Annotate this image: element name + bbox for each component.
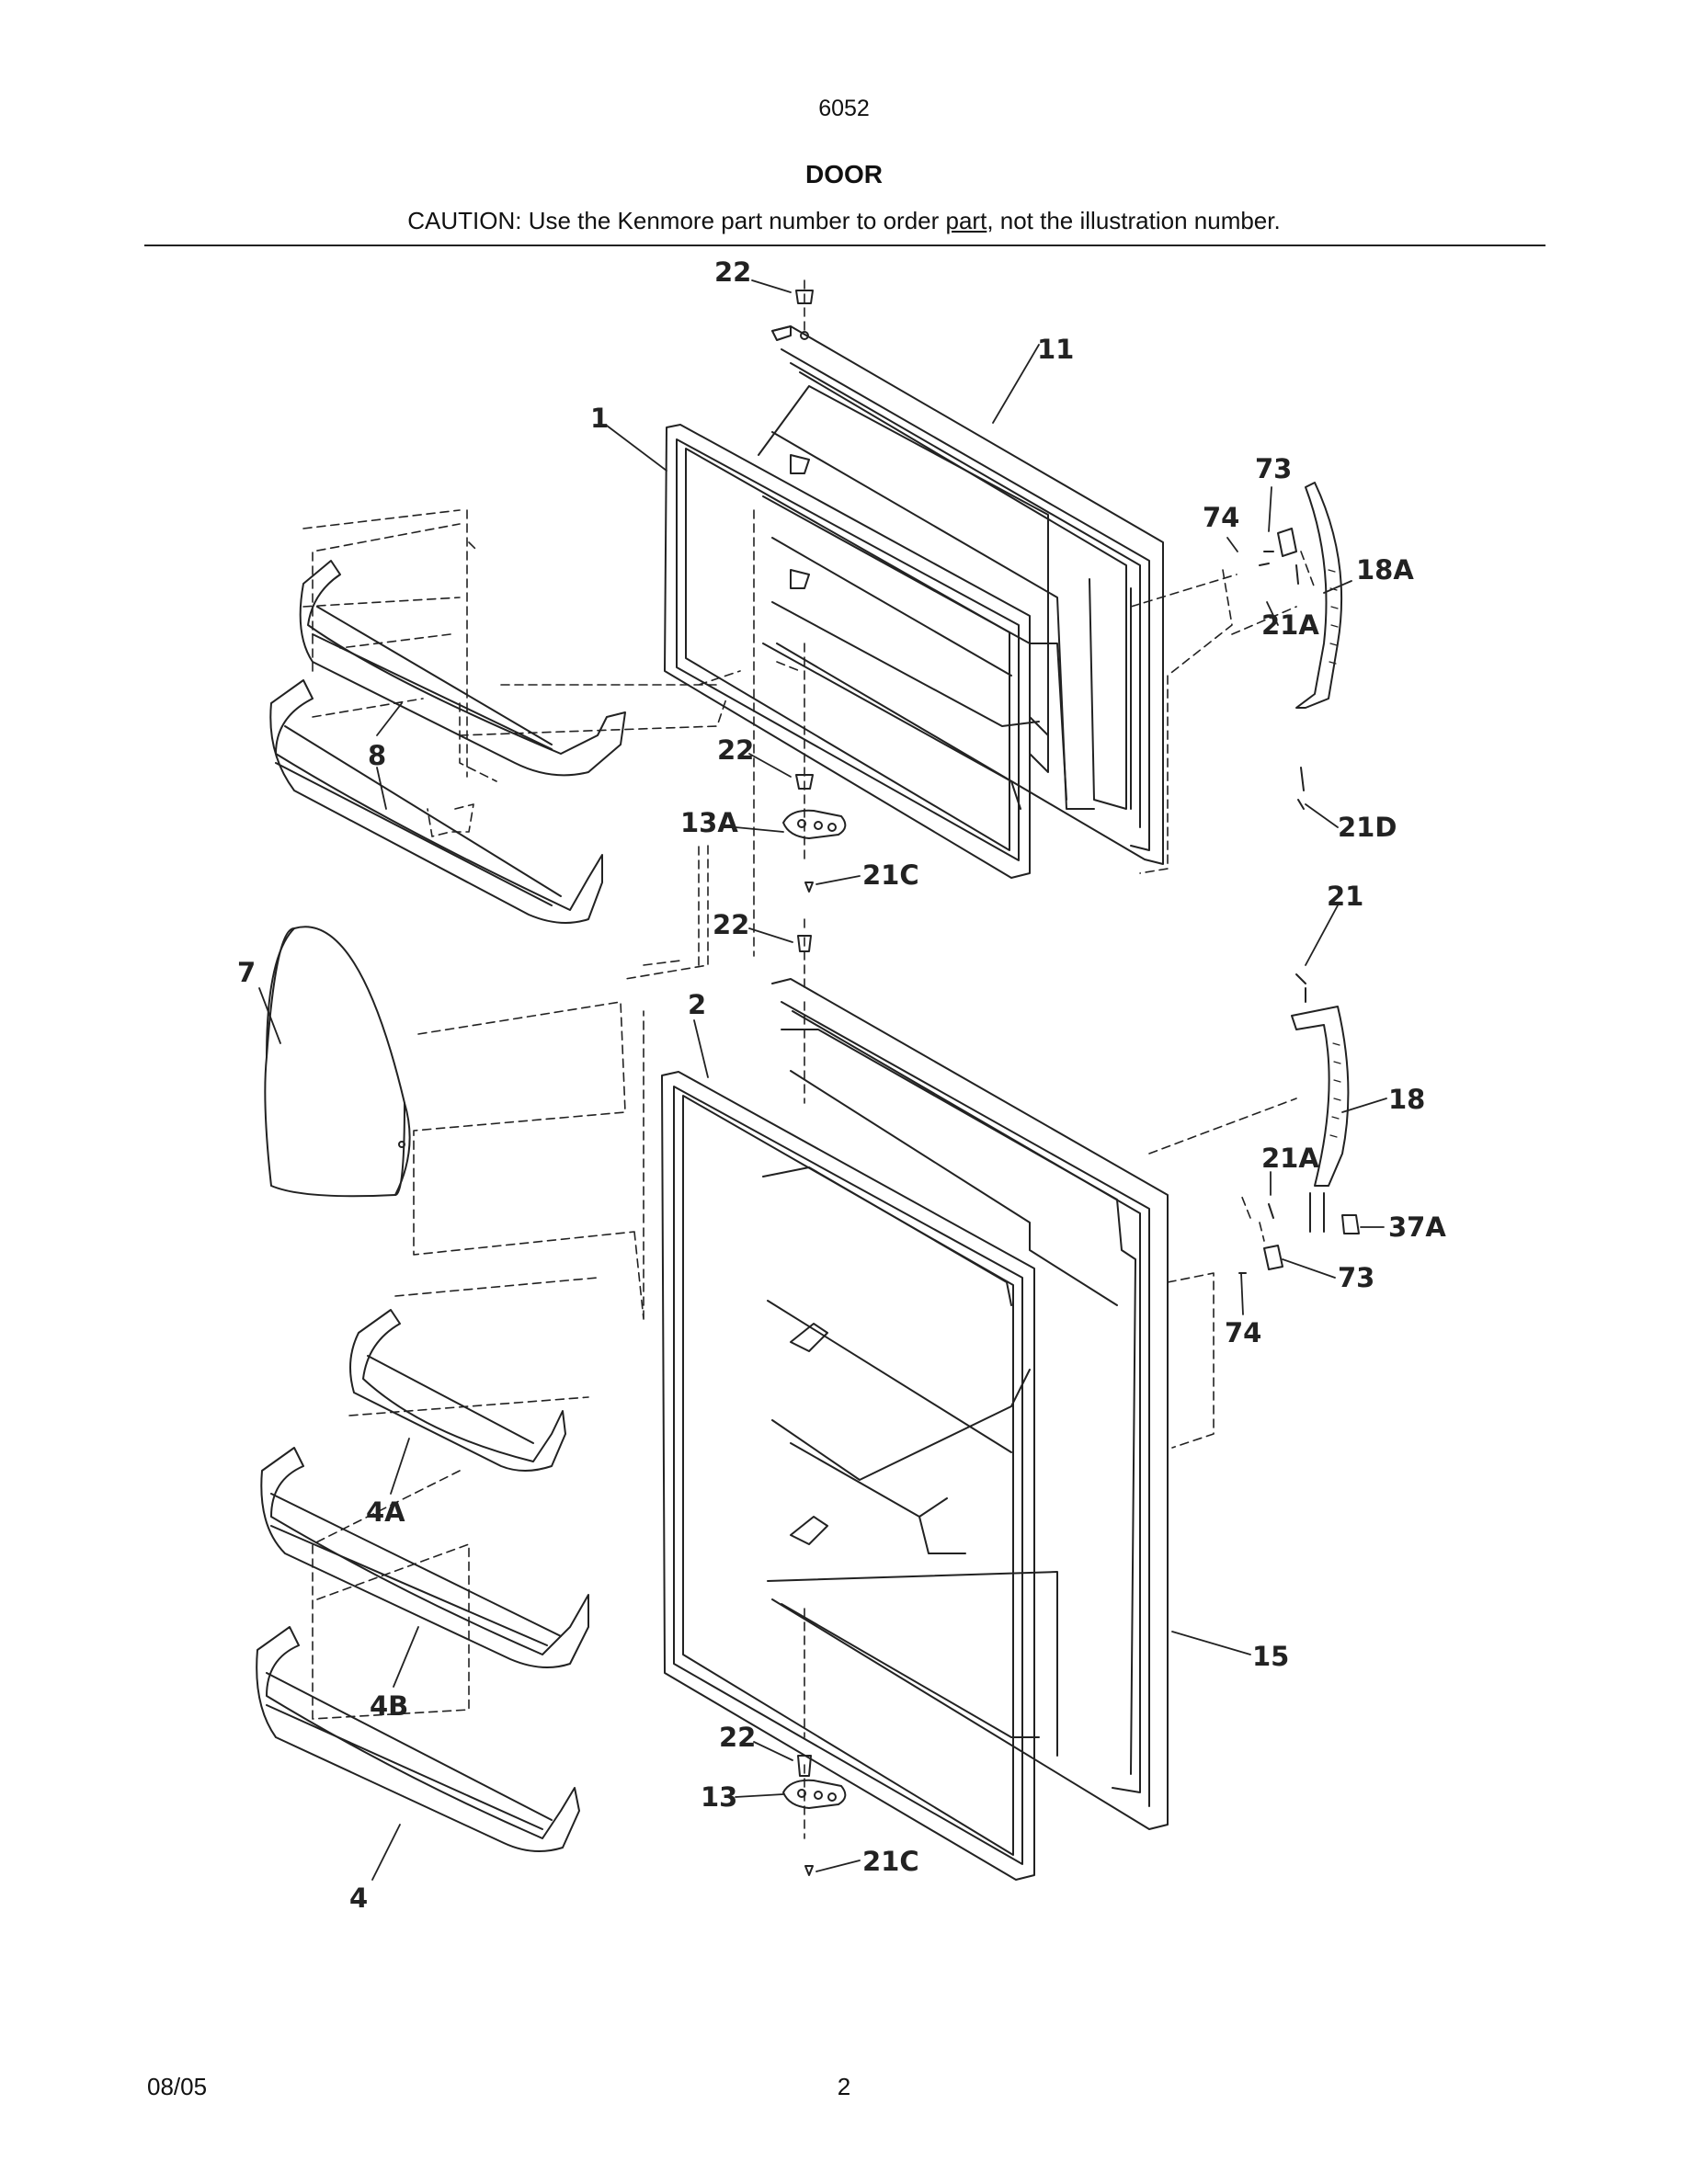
page-title: DOOR xyxy=(805,160,883,188)
callout-4B: 4B xyxy=(370,1690,408,1722)
callout-15: 15 xyxy=(1252,1641,1289,1672)
page-number: 2 xyxy=(837,2073,851,2100)
header-rule xyxy=(144,245,1545,246)
callout-18A: 18A xyxy=(1356,554,1414,586)
caution-suffix: , not the illustration number. xyxy=(987,207,1281,234)
callout-21A: 21A xyxy=(1261,1143,1319,1174)
hinges xyxy=(782,809,847,1876)
caution-part-link: part xyxy=(945,207,987,234)
callout-22: 22 xyxy=(719,1722,756,1753)
callout-2: 2 xyxy=(688,989,706,1020)
hinge-pins xyxy=(795,290,814,1777)
callout-21: 21 xyxy=(1327,881,1363,912)
fresh-food-door-handle xyxy=(1238,973,1360,1274)
callout-37A: 37A xyxy=(1388,1211,1446,1243)
callout-21D: 21D xyxy=(1338,812,1397,843)
callout-74: 74 xyxy=(1225,1317,1261,1348)
callout-1: 1 xyxy=(590,403,609,434)
callout-4: 4 xyxy=(349,1883,368,1914)
callout-labels: 22 11 1 73 74 18A 21A 8 22 13A 21C 21D 2… xyxy=(237,256,1446,1914)
callout-73: 73 xyxy=(1338,1262,1374,1293)
callout-74: 74 xyxy=(1203,502,1239,533)
caution-note: CAUTION: Use the Kenmore part number to … xyxy=(0,207,1688,235)
callout-73: 73 xyxy=(1255,453,1292,484)
freezer-door-handle xyxy=(1259,482,1343,810)
callout-8: 8 xyxy=(368,740,386,771)
callout-21A: 21A xyxy=(1261,609,1319,641)
callout-7: 7 xyxy=(237,957,256,988)
freezer-door-shelves xyxy=(269,560,626,924)
fresh-food-door-gasket xyxy=(661,1071,1035,1881)
callout-leaders xyxy=(258,279,1387,1881)
freezer-door-gasket xyxy=(664,424,1031,879)
freezer-door xyxy=(758,325,1164,865)
callout-18: 18 xyxy=(1388,1084,1425,1115)
callout-11: 11 xyxy=(1037,334,1074,365)
callout-13A: 13A xyxy=(680,807,738,838)
butter-dish xyxy=(264,926,411,1198)
callout-22: 22 xyxy=(713,909,749,940)
callout-4A: 4A xyxy=(366,1496,405,1528)
callout-21C: 21C xyxy=(862,859,919,891)
model-number: 6052 xyxy=(818,96,870,121)
caution-prefix: CAUTION: Use the Kenmore part number to … xyxy=(407,207,946,234)
callout-22: 22 xyxy=(714,256,751,288)
callout-22: 22 xyxy=(717,734,754,766)
callout-21C: 21C xyxy=(862,1846,919,1877)
revision-date: 08/05 xyxy=(147,2073,208,2100)
callout-13: 13 xyxy=(701,1781,737,1813)
fresh-food-door-shelves xyxy=(256,1309,589,1852)
fresh-food-door xyxy=(762,978,1169,1830)
